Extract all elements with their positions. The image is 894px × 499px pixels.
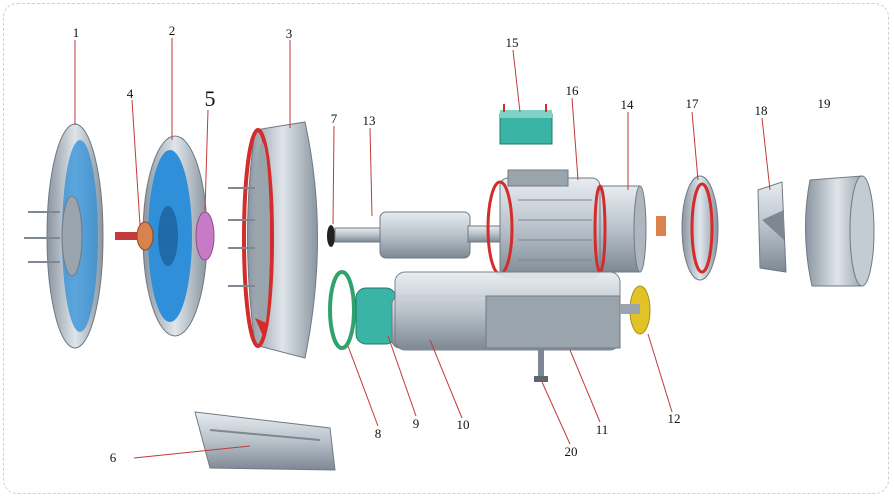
label-part-6: 6 — [109, 450, 117, 465]
part-12-valve — [620, 285, 651, 335]
part-13-rotor — [334, 211, 509, 259]
label-part-7: 7 — [330, 111, 338, 126]
part-19-fan-cover — [804, 175, 875, 287]
part-8-gasket — [328, 270, 356, 350]
label-part-13: 13 — [362, 113, 376, 128]
part-6-bracket — [194, 411, 336, 471]
label-part-17: 17 — [685, 96, 699, 111]
label-part-1: 1 — [72, 25, 80, 40]
label-part-20: 20 — [564, 444, 578, 459]
part-4-seal — [115, 221, 154, 251]
leader-lines — [74, 38, 771, 459]
label-part-5: 5 — [204, 86, 216, 111]
part-20-plug — [534, 348, 548, 382]
label-part-19: 19 — [817, 96, 831, 111]
part-5-hub — [195, 211, 215, 261]
part-11-silencer-housing — [394, 271, 621, 351]
part-15-terminal-cover — [499, 104, 553, 145]
label-part-14: 14 — [620, 97, 634, 112]
part-9-filter — [355, 287, 397, 345]
part-1-side-cover — [24, 123, 104, 349]
label-part-9: 9 — [412, 416, 420, 431]
label-part-4: 4 — [126, 86, 134, 101]
label-part-16: 16 — [565, 83, 579, 98]
part-7-ring — [327, 225, 335, 247]
diagram-frame — [3, 3, 889, 494]
label-part-3: 3 — [285, 26, 293, 41]
label-part-18: 18 — [754, 103, 768, 118]
part-17-end-flange — [681, 175, 719, 281]
label-part-11: 11 — [595, 422, 609, 437]
bearing — [656, 216, 666, 236]
label-part-2: 2 — [168, 23, 176, 38]
part-3-housing — [228, 121, 318, 359]
part-16-motor-body — [486, 169, 601, 279]
label-part-8: 8 — [374, 426, 382, 441]
part-14-motor-end — [593, 184, 647, 274]
part-18-fan — [757, 181, 787, 273]
label-part-12: 12 — [667, 411, 681, 426]
label-part-10: 10 — [456, 417, 470, 432]
label-part-15: 15 — [505, 35, 519, 50]
